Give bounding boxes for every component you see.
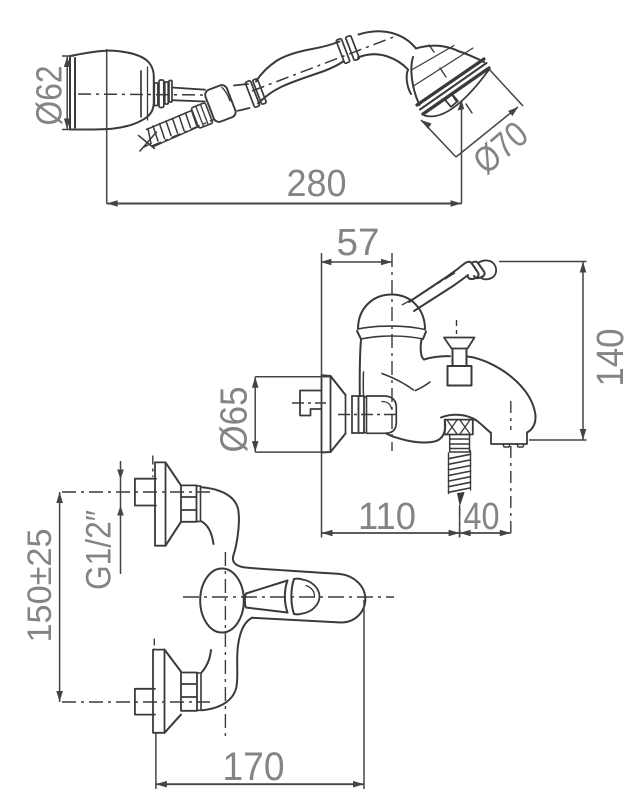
svg-text:110: 110 (358, 496, 416, 538)
svg-text:140: 140 (590, 329, 627, 387)
svg-text:Ø70: Ø70 (465, 113, 536, 182)
svg-text:280: 280 (287, 163, 347, 205)
svg-text:Ø65: Ø65 (214, 387, 256, 453)
svg-text:Ø62: Ø62 (29, 66, 70, 126)
svg-text:150±25: 150±25 (21, 529, 59, 643)
svg-text:57: 57 (337, 222, 380, 264)
svg-text:170: 170 (223, 745, 285, 789)
svg-text:40: 40 (464, 496, 500, 538)
svg-text:G1/2″: G1/2″ (80, 510, 119, 590)
